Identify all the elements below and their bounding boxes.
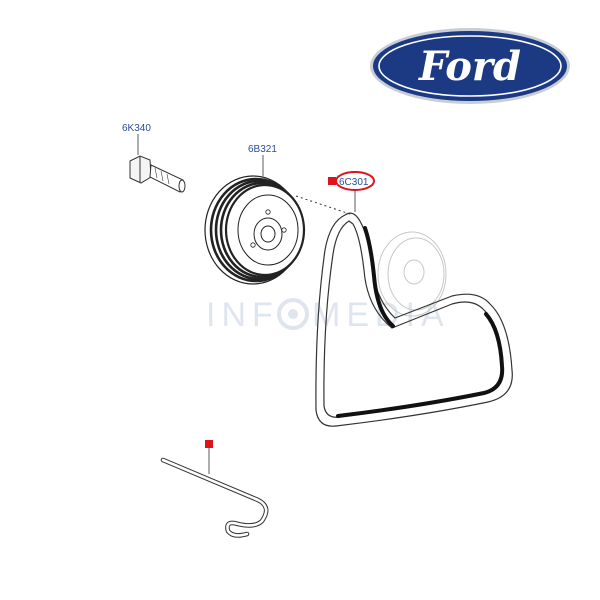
ford-logo-text: Ford [418,43,521,90]
part-code-6k340[interactable]: 6K340 [122,123,151,134]
watermark-left: INF [206,296,279,334]
part-code-6c301[interactable]: 6C301 [339,177,369,188]
callout-6b321[interactable]: 6B321 [248,144,277,176]
ford-logo: Ford [370,28,570,104]
background-pulley [377,231,447,317]
marker-icon [328,177,336,185]
part-code-6b321[interactable]: 6B321 [248,144,277,155]
drive-belt [315,212,513,427]
marker-icon [205,440,213,448]
callout-6k340[interactable]: 6K340 [122,123,151,155]
crankshaft-pulley [204,175,306,285]
belt-installation-tool [160,440,269,538]
watermark-right: MEDIA [312,296,450,334]
callout-6c301[interactable]: 6C301 [328,171,375,212]
belt-routing-line [295,195,351,215]
crankshaft-bolt [129,155,186,193]
